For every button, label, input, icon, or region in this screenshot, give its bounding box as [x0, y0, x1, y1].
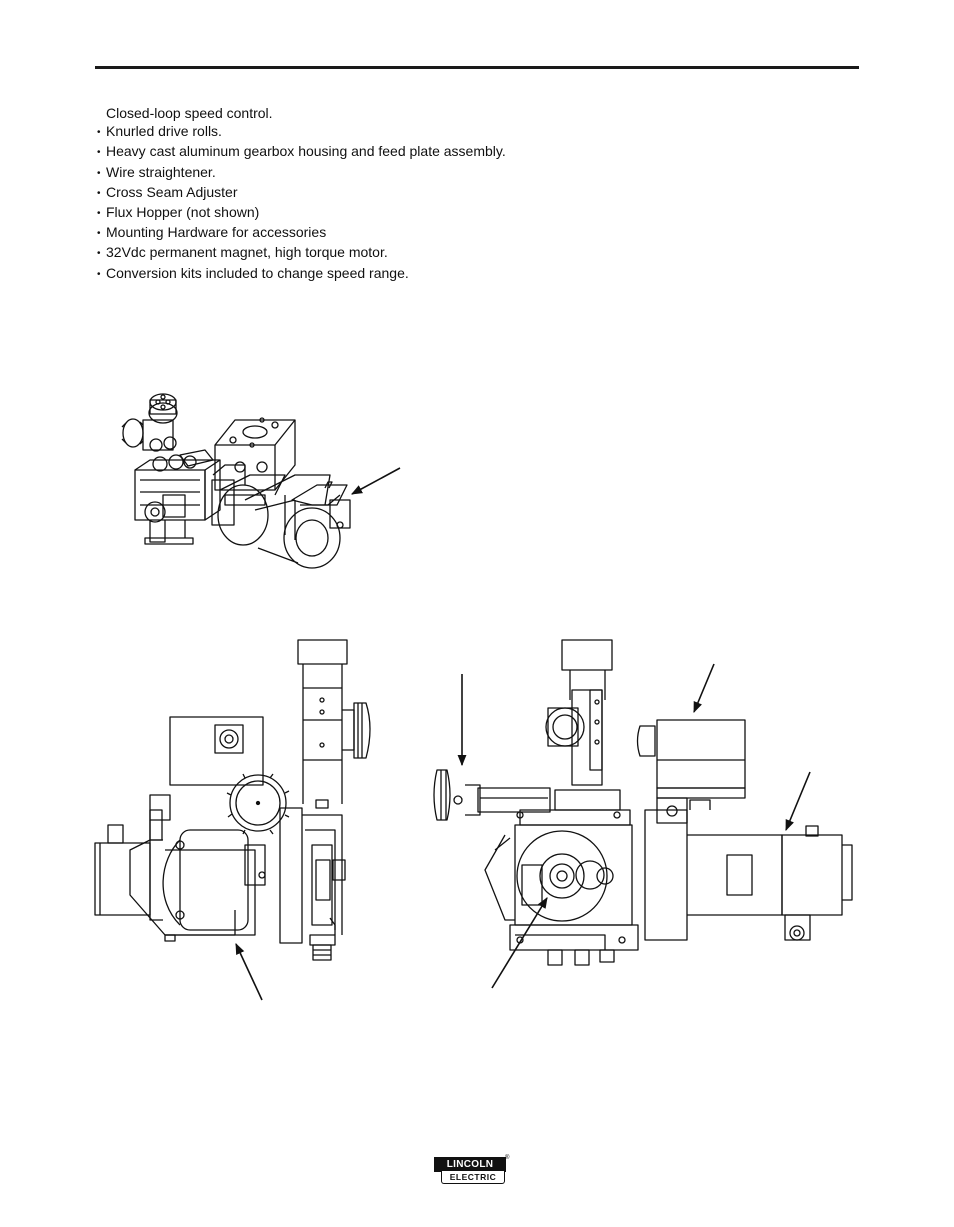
bullet-icon: • — [97, 208, 101, 220]
feature-list: Closed-loop speed control. •Knurled driv… — [97, 104, 506, 284]
header-rule — [95, 66, 859, 69]
callout-arrow — [491, 897, 548, 989]
bullet-icon: • — [97, 127, 101, 139]
bullet-icon: • — [97, 167, 101, 179]
bullet-icon: • — [97, 147, 101, 159]
logo-bottom: ELECTRIC — [441, 1171, 505, 1184]
feature-item: •Heavy cast aluminum gearbox housing and… — [97, 142, 506, 162]
bullet-icon: • — [97, 228, 101, 240]
front-view — [433, 639, 853, 966]
feature-item: •Cross Seam Adjuster — [97, 183, 506, 203]
bullet-icon: • — [97, 268, 101, 280]
lincoln-electric-logo: LINCOLN ® ELECTRIC — [434, 1155, 510, 1185]
feature-item: •Mounting Hardware for accessories — [97, 223, 506, 243]
callout-arrow — [351, 467, 401, 495]
logo-registered: ® — [505, 1155, 510, 1161]
bullet-icon: • — [97, 187, 101, 199]
callout-arrow — [785, 771, 811, 832]
logo-top: LINCOLN — [434, 1157, 506, 1172]
feature-intro: Closed-loop speed control. — [106, 105, 273, 121]
callout-arrow — [693, 663, 715, 714]
feature-item: •Wire straightener. — [97, 163, 506, 183]
side-view — [94, 639, 371, 961]
feature-item: •Knurled drive rolls. — [97, 122, 506, 142]
isometric-feeder-view — [121, 393, 351, 569]
feature-item: •Conversion kits included to change spee… — [97, 264, 506, 284]
bullet-icon: • — [97, 248, 101, 260]
callout-arrow — [235, 942, 263, 1001]
feature-item: •32Vdc permanent magnet, high torque mot… — [97, 243, 506, 263]
feature-item: •Flux Hopper (not shown) — [97, 203, 506, 223]
